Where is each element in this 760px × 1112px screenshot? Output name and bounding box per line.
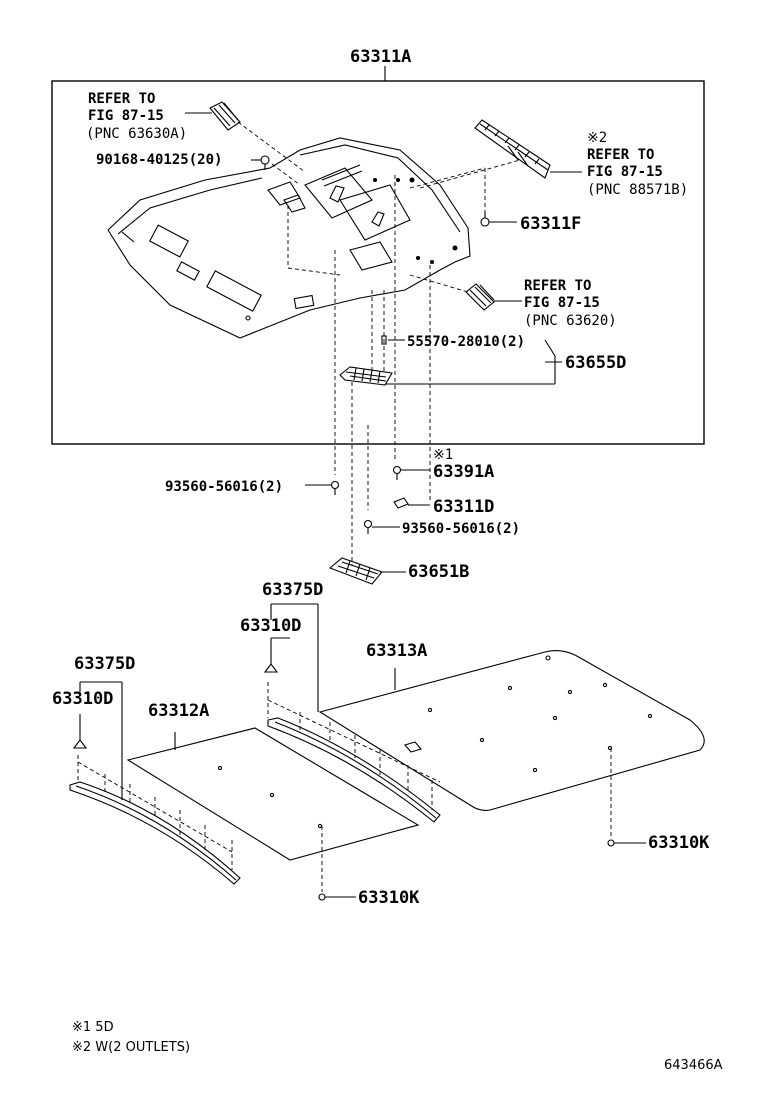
guide-lines (237, 121, 521, 565)
label-refer-2a: REFER TO (587, 147, 655, 163)
screw-55570 (381, 335, 405, 345)
label-63311d: 63311D (433, 497, 495, 517)
label-63310k-right: 63310K (648, 833, 710, 853)
label-93560-left: 93560-56016(2) (165, 479, 284, 495)
label-63310d-right: 63310D (240, 616, 302, 636)
label-refer-3a: REFER TO (524, 278, 592, 294)
assist-grip-ref3 (465, 283, 522, 311)
label-90168: 90168-40125(20) (96, 152, 223, 168)
label-star2: ※2 (587, 130, 608, 146)
label-refer-3b: FIG 87-15 (524, 295, 600, 311)
vent-ref2 (474, 119, 582, 179)
clip-63311f (480, 212, 517, 227)
label-63313a: 63313A (366, 641, 428, 661)
screw-63391a (392, 465, 430, 480)
label-93560-right: 93560-56016(2) (402, 521, 521, 537)
label-63651b: 63651B (408, 562, 470, 582)
label-refer-1c: (PNC 63630A) (86, 126, 188, 142)
lamp-63651b (328, 557, 406, 585)
headliner-63311a (107, 137, 471, 339)
screw-93560-left (305, 480, 340, 495)
footnote-1: ※1 5D (72, 1020, 114, 1035)
label-63311a: 63311A (350, 47, 412, 67)
label-refer-2b: FIG 87-15 (587, 164, 663, 180)
clip-63311d (393, 497, 430, 509)
screw-93560-right (363, 519, 400, 534)
clip-63310k-bottom (318, 826, 356, 901)
label-63375d-right: 63375D (262, 580, 324, 600)
label-63310d-left: 63310D (52, 689, 114, 709)
label-63312a: 63312A (148, 701, 210, 721)
rail-63310d-left (69, 681, 241, 885)
label-55570: 55570-28010(2) (407, 334, 526, 350)
lamp-63655d (339, 339, 562, 386)
label-refer-2c: (PNC 88571B) (587, 182, 689, 198)
panel-63312a (126, 727, 420, 861)
label-star1: ※1 (433, 447, 454, 463)
label-63391a: 63391A (433, 462, 495, 482)
label-63311f: 63311F (520, 214, 582, 234)
label-63310k-bottom: 63310K (358, 888, 420, 908)
assembly-frame (51, 80, 705, 445)
label-refer-1b: FIG 87-15 (88, 108, 164, 124)
label-refer-3c: (PNC 63620) (524, 313, 617, 329)
assist-grip-ref1 (185, 101, 241, 131)
label-refer-1a: REFER TO (88, 91, 156, 107)
label-63375d-left: 63375D (74, 654, 136, 674)
clip-90168 (251, 155, 270, 170)
footnote-2: ※2 W(2 OUTLETS) (72, 1040, 191, 1055)
label-63655d: 63655D (565, 353, 627, 373)
clip-63310k-right (607, 748, 646, 847)
panel-63313a (318, 649, 705, 811)
rail-63310d-right (263, 603, 441, 823)
figure-code: 643466A (664, 1058, 723, 1073)
